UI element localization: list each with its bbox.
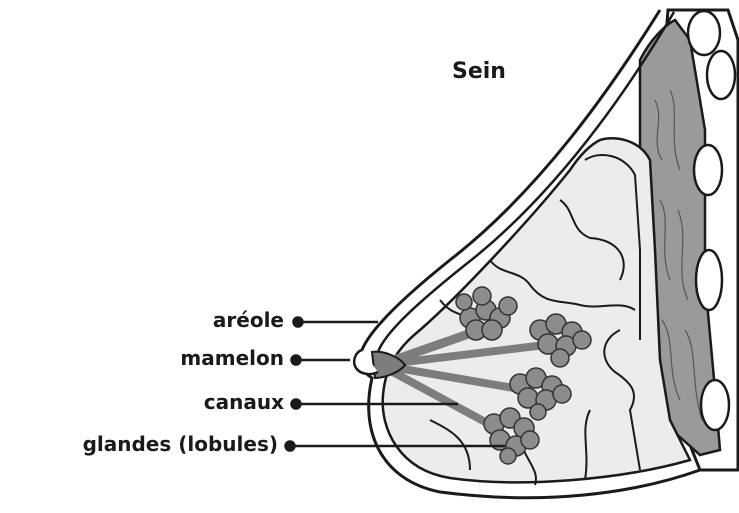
label-mamelon: mamelon xyxy=(180,346,284,370)
label-canaux: canaux xyxy=(204,390,284,414)
label-areole: aréole xyxy=(213,308,284,332)
title-sein: Sein xyxy=(452,59,506,84)
glandular-tissue xyxy=(383,138,690,482)
label-glandes: glandes (lobules) xyxy=(83,432,278,456)
